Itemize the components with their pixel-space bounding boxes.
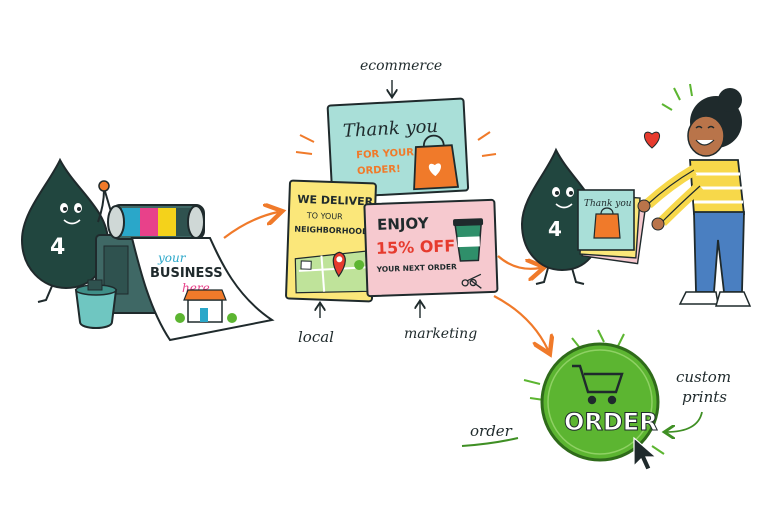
- customer-person: [637, 88, 752, 307]
- card-offer-line3: YOUR NEXT ORDER: [375, 262, 457, 274]
- card-offer-line2: 15% OFF: [376, 236, 456, 258]
- cursor-pointer-icon: [633, 436, 658, 471]
- mini-card-text: Thank you: [584, 199, 632, 209]
- shop-icon: [175, 289, 237, 323]
- label-ecommerce: ecommerce: [360, 58, 442, 74]
- joy-marks: [661, 83, 693, 111]
- label-prints: prints: [682, 388, 727, 406]
- spark-marks-top: [295, 131, 497, 157]
- order-underline: [461, 437, 519, 447]
- label-local: local: [298, 328, 334, 346]
- shopping-cart-icon: [572, 364, 624, 405]
- card-enjoy-offer: ENJOY 15% OFF YOUR NEXT ORDER: [363, 198, 499, 298]
- label-custom: custom: [676, 368, 731, 386]
- card-deliver-line2: TO YOUR: [306, 211, 344, 221]
- label-order: order: [470, 422, 513, 440]
- location-pin-icon: [332, 251, 346, 278]
- card-offer-line1: ENJOY: [377, 214, 430, 234]
- paint-bucket: [74, 279, 118, 329]
- shopping-bag-icon: [413, 134, 460, 191]
- card-thanks-line1: Thank you: [342, 116, 438, 142]
- scissors-icon: [461, 273, 482, 289]
- card-thank-you: Thank you FOR YOUR ORDER!: [326, 97, 470, 199]
- printing-scene: 4 your BUSINESS here: [20, 157, 275, 342]
- mascot-drop-left: 4: [20, 157, 110, 303]
- printed-poster: your BUSINESS here: [130, 237, 275, 342]
- card-thanks-line2: FOR YOUR: [356, 147, 415, 161]
- card-stack: Thank you: [577, 189, 647, 265]
- poster-line2: BUSINESS: [150, 266, 223, 281]
- poster-line1: your: [157, 251, 187, 265]
- lever-knob: [98, 180, 110, 192]
- mascot-badge-left: 4: [50, 235, 65, 260]
- card-deliver-line1: WE DELIVER: [297, 193, 374, 209]
- arrow-cards-to-customer: [497, 255, 540, 269]
- label-marketing: marketing: [404, 326, 477, 342]
- order-button[interactable]: ORDER: [540, 342, 660, 462]
- mascot-badge-right: 4: [548, 217, 562, 241]
- arrow-cards-to-order: [493, 295, 548, 350]
- card-deliver-line3: NEIGHBORHOOD: [294, 225, 369, 237]
- card-we-deliver: WE DELIVER TO YOUR NEIGHBORHOOD: [285, 179, 377, 303]
- arrow-press-to-cards: [223, 212, 278, 239]
- order-button-label: ORDER: [564, 408, 658, 436]
- arrow-custom-prints: [666, 411, 703, 432]
- heart-icon: [644, 131, 660, 149]
- card-thanks-line3: ORDER!: [357, 164, 401, 177]
- coffee-cup-icon: [453, 218, 484, 262]
